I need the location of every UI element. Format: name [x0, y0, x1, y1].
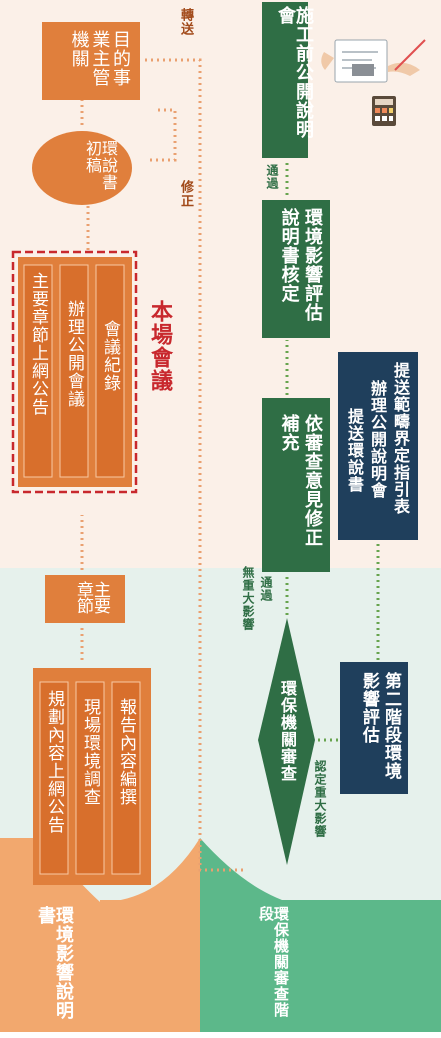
- header-eia-report: 環境影響說明書: [35, 906, 74, 1020]
- revise-per-comments-label[interactable]: 依審查意見修正補充: [278, 414, 323, 547]
- public-briefing-label[interactable]: 施工前公開說明會: [275, 6, 314, 139]
- competent-authority-label[interactable]: 目的事業主管機關: [68, 30, 131, 87]
- pass-label-1: 通過: [259, 576, 273, 602]
- document-hands-icon: [321, 39, 426, 83]
- calculator-icon: [372, 96, 396, 126]
- group-a-item-3[interactable]: 報告內容編撰: [116, 698, 136, 806]
- eis-approval-box: [262, 200, 330, 338]
- group-b-item-2[interactable]: 辦理公開會議: [64, 300, 84, 408]
- header-epa-review-stage: 環保機關審查階段: [257, 906, 290, 1018]
- draft-label[interactable]: 環說書初稿: [83, 140, 118, 191]
- group-a-item-1[interactable]: 規劃內容上網公告: [44, 690, 64, 834]
- draft-ellipse: [32, 131, 132, 205]
- this-meeting-frame: [11, 250, 138, 494]
- group-b-item-1[interactable]: 主要章節上網公告: [28, 272, 48, 416]
- main-chapters-label[interactable]: 主要章節: [73, 581, 110, 613]
- no-major-impact-label: 無重大影響: [241, 566, 255, 631]
- revise-label: 修正: [178, 180, 193, 208]
- epa-review-diamond: [258, 618, 315, 865]
- stage-two-task-1[interactable]: 提送環說書: [345, 408, 364, 493]
- stage-two-box: [340, 662, 408, 794]
- header-tab-eia: [0, 838, 100, 1032]
- group-b-item-3[interactable]: 會議紀錄: [100, 320, 120, 392]
- pass-label-2: 通過: [265, 164, 279, 190]
- group-a-item-2[interactable]: 現場環境調查: [80, 698, 100, 806]
- stage-two-task-2[interactable]: 辦理公開說明會: [368, 380, 387, 499]
- this-meeting-label: 本場會議: [147, 300, 172, 392]
- competent-authority-box: [42, 22, 140, 100]
- revise-box: [262, 398, 330, 572]
- stage-two-label[interactable]: 第二階段環境影響評估: [358, 672, 401, 780]
- main-chapters-box: [45, 575, 125, 623]
- header-tab-review: [200, 838, 441, 1032]
- public-briefing-box: [262, 2, 308, 158]
- major-impact-label: 認定重大影響: [313, 760, 327, 838]
- stage-two-task-3[interactable]: 提送範疇界定指引表: [391, 362, 410, 515]
- forward-label: 轉送: [178, 8, 193, 36]
- eis-approval-label[interactable]: 環境影響評估說明書核定: [278, 208, 323, 322]
- epa-review-label[interactable]: 環保機關審查: [278, 680, 297, 782]
- stage-two-tasks-box: [338, 352, 418, 540]
